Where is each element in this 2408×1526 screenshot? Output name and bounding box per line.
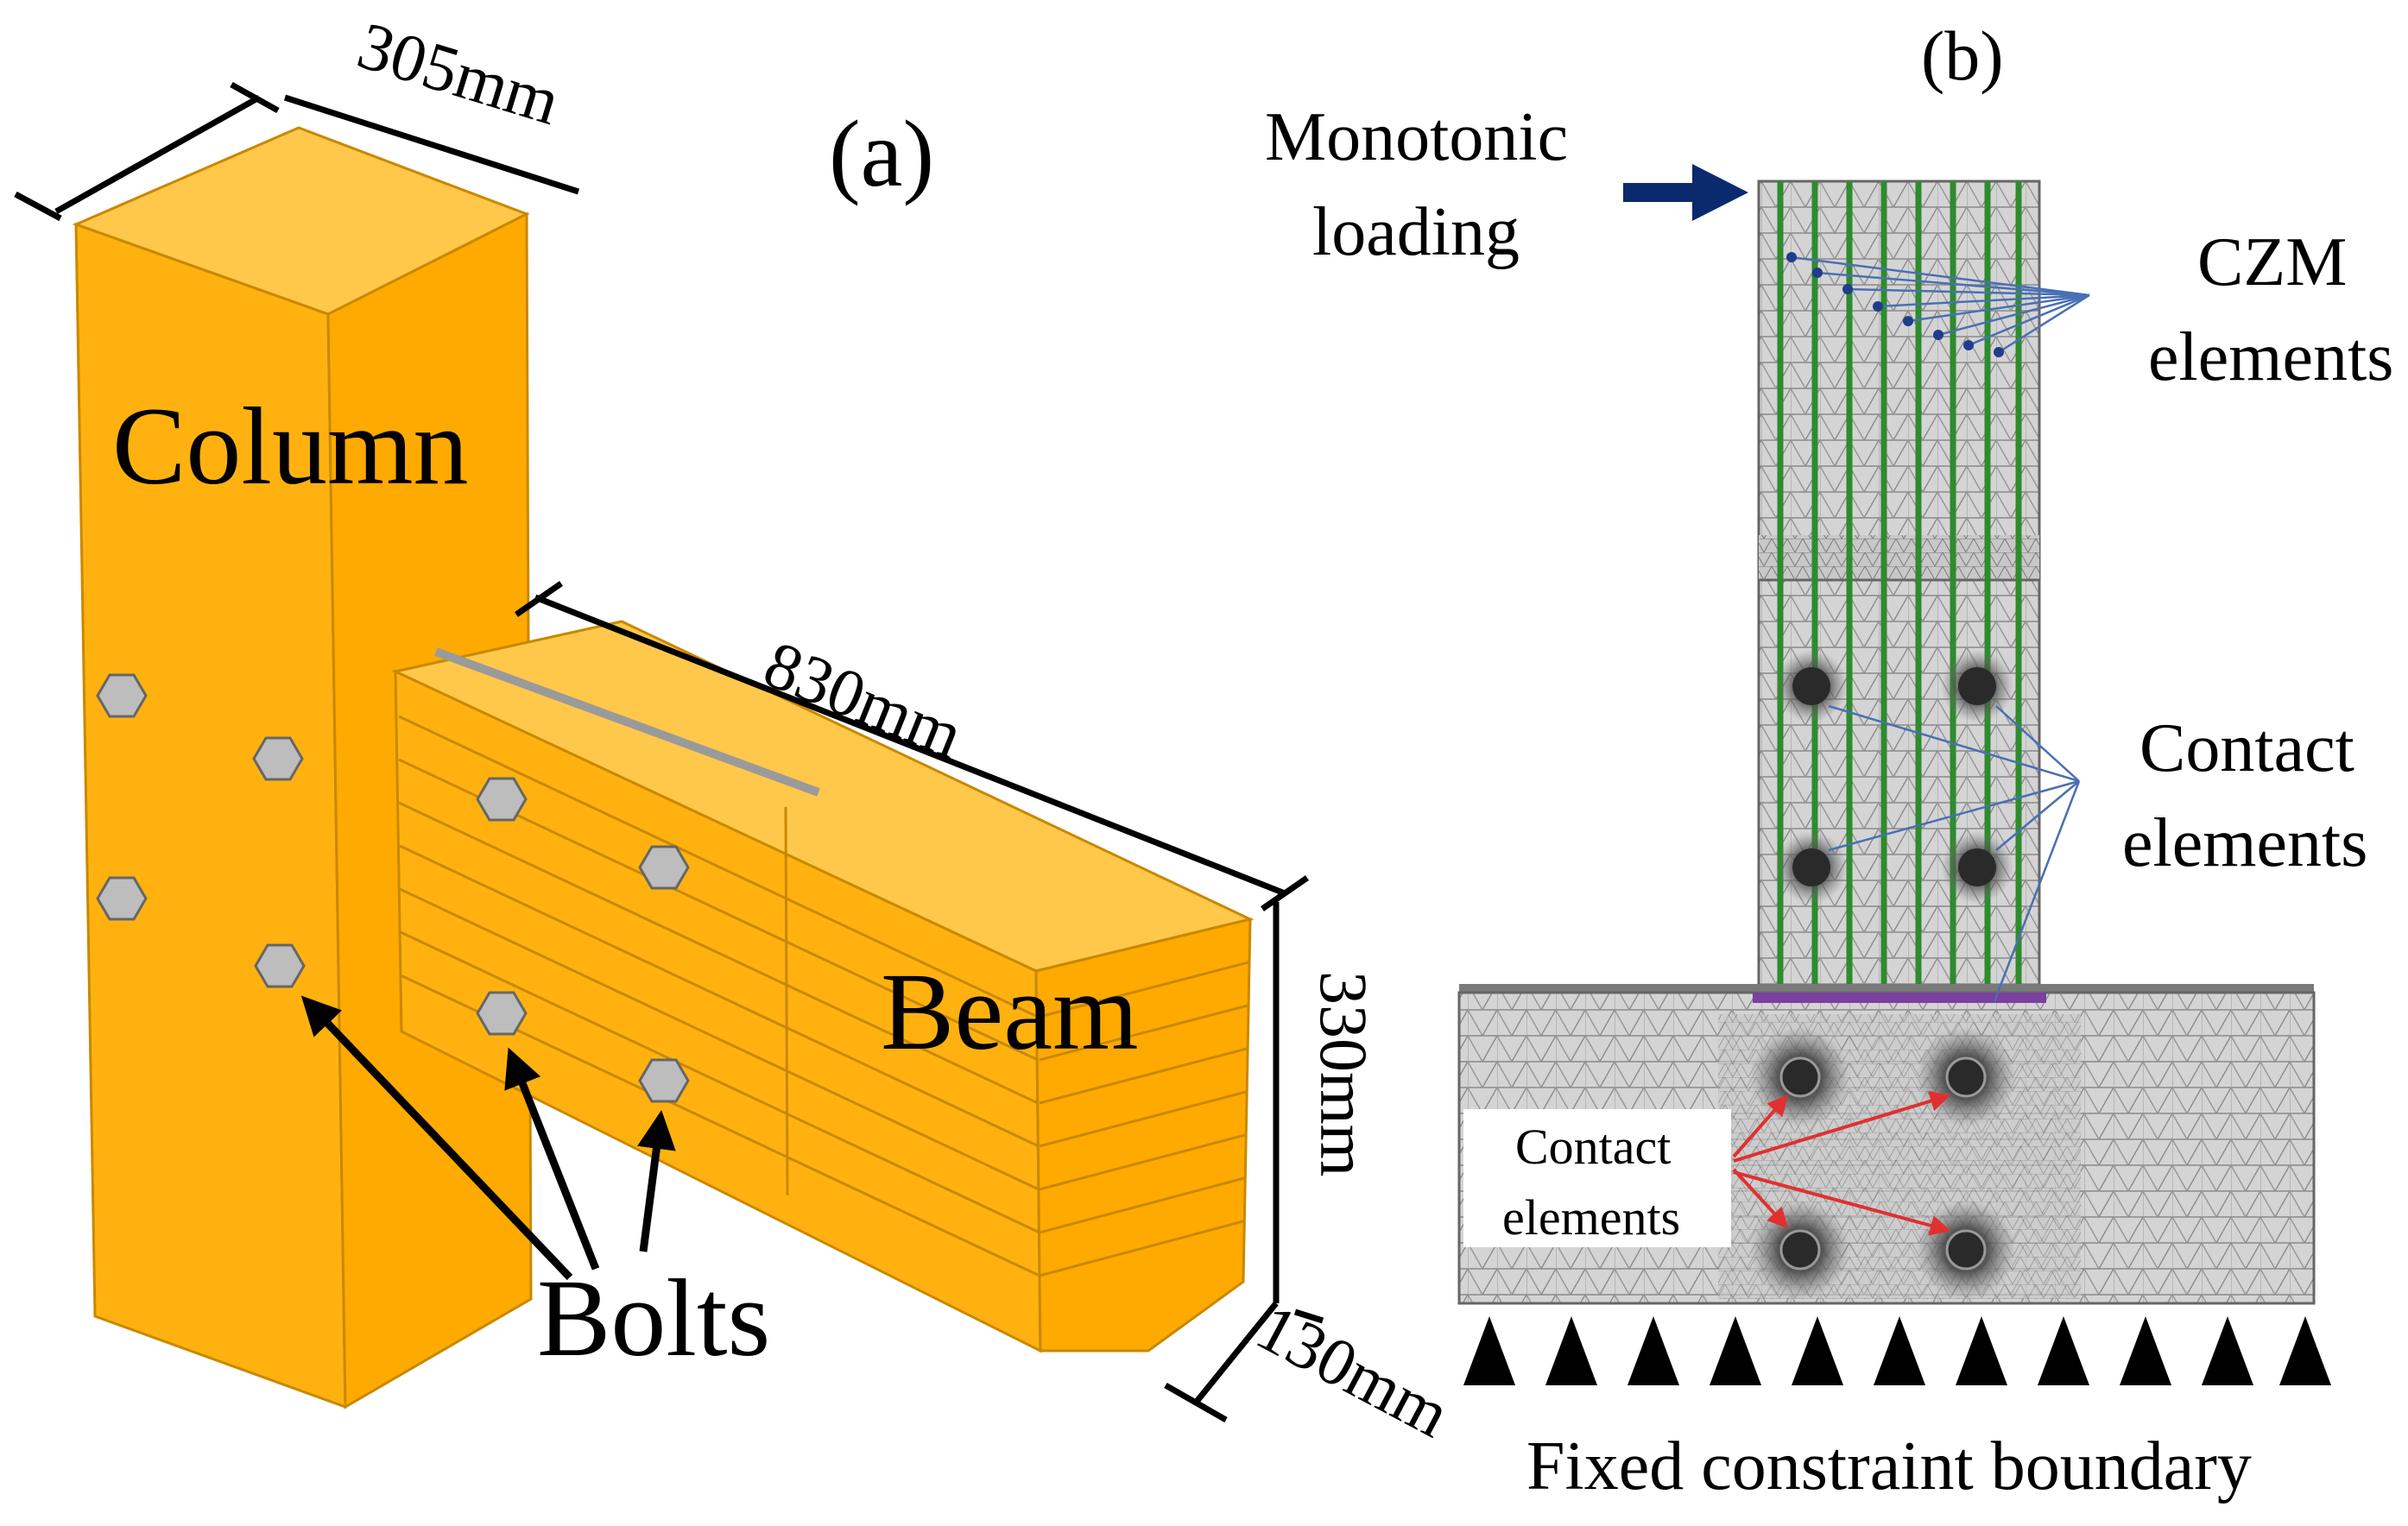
- fe-steel-plate: [1753, 993, 2046, 1003]
- contact-pointers-blue: [1828, 704, 2081, 1002]
- bolt-head: [638, 845, 690, 890]
- support-triangle: [1463, 1316, 1515, 1385]
- bolt-head: [638, 1058, 690, 1103]
- beam-end-face: [1034, 917, 1252, 1353]
- bolt-head: [252, 736, 304, 781]
- support-triangle: [1710, 1316, 1761, 1385]
- support-triangle: [1545, 1316, 1597, 1385]
- dim-305-line-2: [283, 94, 580, 195]
- panel-a: (a) Column Beam Bolts 305mm 830mm 330mm …: [14, 7, 1462, 1452]
- bolts-label: Bolts: [537, 1257, 770, 1379]
- bolt-head: [96, 876, 148, 921]
- bolt-head: [254, 943, 306, 988]
- support-triangle: [2279, 1316, 2331, 1385]
- loading-label-line1: Monotonic: [1265, 99, 1568, 175]
- bolt-pointer-arrow: [504, 1047, 600, 1271]
- beam-slot: [434, 647, 820, 797]
- loading-arrow: [1623, 164, 1748, 221]
- dimension-lines: [14, 81, 1324, 1423]
- contact-box-line1: Contact: [1515, 1119, 1671, 1175]
- contact-label-line2: elements: [2122, 805, 2367, 881]
- beam-lamination-lines: [398, 715, 1249, 1277]
- support-triangle: [1792, 1316, 1843, 1385]
- czm-label-line1: CZM: [2197, 224, 2347, 300]
- czm-label-line2: elements: [2148, 319, 2393, 395]
- beam-plate-boundary: [784, 806, 789, 1196]
- contact-box: [1463, 1109, 1731, 1247]
- bolt-head: [96, 673, 148, 718]
- bolt-head: [476, 991, 528, 1036]
- fe-column-dense-band: [1759, 535, 2039, 580]
- support-triangle: [2120, 1316, 2171, 1385]
- czm-points: [1786, 252, 2004, 357]
- czm-pointers: [1791, 255, 2090, 354]
- panel-b: (b) Monotonic loading CZM elements Conta…: [1265, 16, 2393, 1504]
- dim-130-line: [1193, 1301, 1279, 1405]
- bolt-pointers: [300, 995, 676, 1281]
- contact-label-line1: Contact: [2139, 710, 2354, 786]
- contact-pointers-red: [1732, 1091, 1951, 1236]
- panel-a-label: (a): [829, 101, 934, 206]
- column-label: Column: [112, 385, 469, 508]
- dim-330mm-label: 330mm: [1306, 971, 1381, 1176]
- beam-label: Beam: [881, 950, 1139, 1073]
- dim-305mm-label: 305mm: [350, 7, 568, 139]
- fe-column-upper: [1757, 180, 2041, 580]
- bolt-pointer-arrow: [300, 995, 573, 1281]
- beam-3d: [391, 620, 1255, 1353]
- contact-box-line2: elements: [1502, 1189, 1680, 1245]
- dim-305-line: [54, 94, 261, 215]
- support-triangle: [1627, 1316, 1679, 1385]
- bolt-pointer-arrow: [637, 1110, 676, 1252]
- support-triangle: [2202, 1316, 2253, 1385]
- fe-column-lower: [1757, 578, 2041, 987]
- loading-label-line2: loading: [1312, 194, 1520, 270]
- dim-130mm-label: 130mm: [1245, 1289, 1462, 1452]
- boundary-label: Fixed constraint boundary: [1526, 1428, 2252, 1504]
- fixed-supports: [1463, 1316, 2331, 1385]
- panel-b-label: (b): [1921, 16, 2004, 95]
- bolt-head: [476, 777, 528, 822]
- support-triangle: [1874, 1316, 1925, 1385]
- support-triangle: [1956, 1316, 2007, 1385]
- bolt-heads: [96, 673, 690, 1103]
- support-triangle: [2038, 1316, 2089, 1385]
